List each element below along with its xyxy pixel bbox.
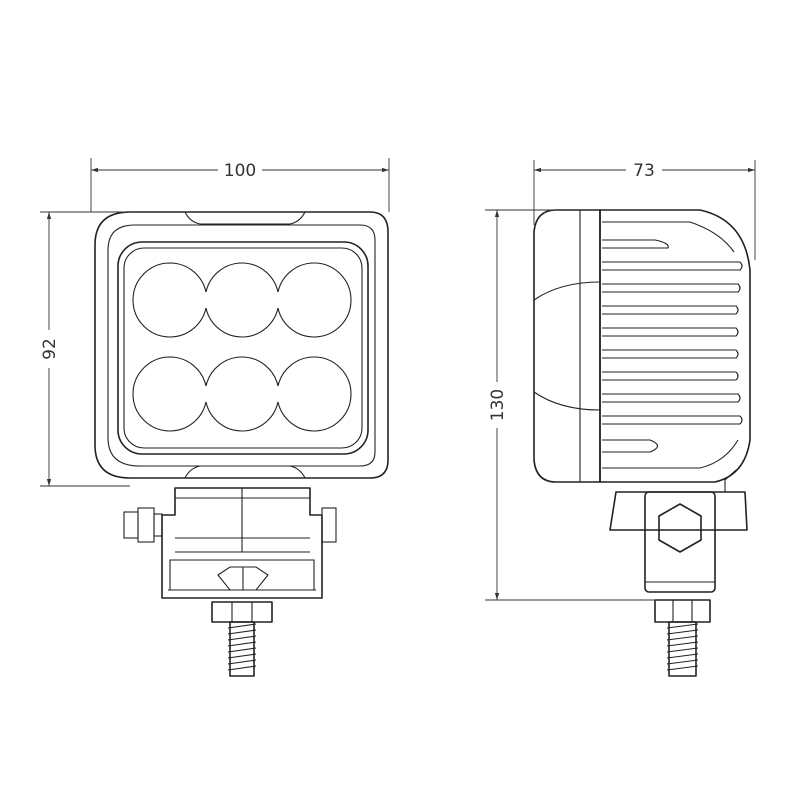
dimension-front-width: 100 bbox=[90, 158, 390, 212]
side-height-label: 130 bbox=[488, 389, 508, 421]
front-view bbox=[94, 211, 389, 677]
dimension-side-height: 130 bbox=[485, 209, 656, 601]
side-depth-label: 73 bbox=[633, 161, 655, 181]
side-view bbox=[533, 209, 751, 677]
dimension-side-depth: 73 bbox=[533, 160, 756, 260]
front-height-label: 92 bbox=[40, 338, 60, 360]
front-width-label: 100 bbox=[224, 161, 256, 181]
dimension-front-height: 92 bbox=[40, 211, 130, 487]
